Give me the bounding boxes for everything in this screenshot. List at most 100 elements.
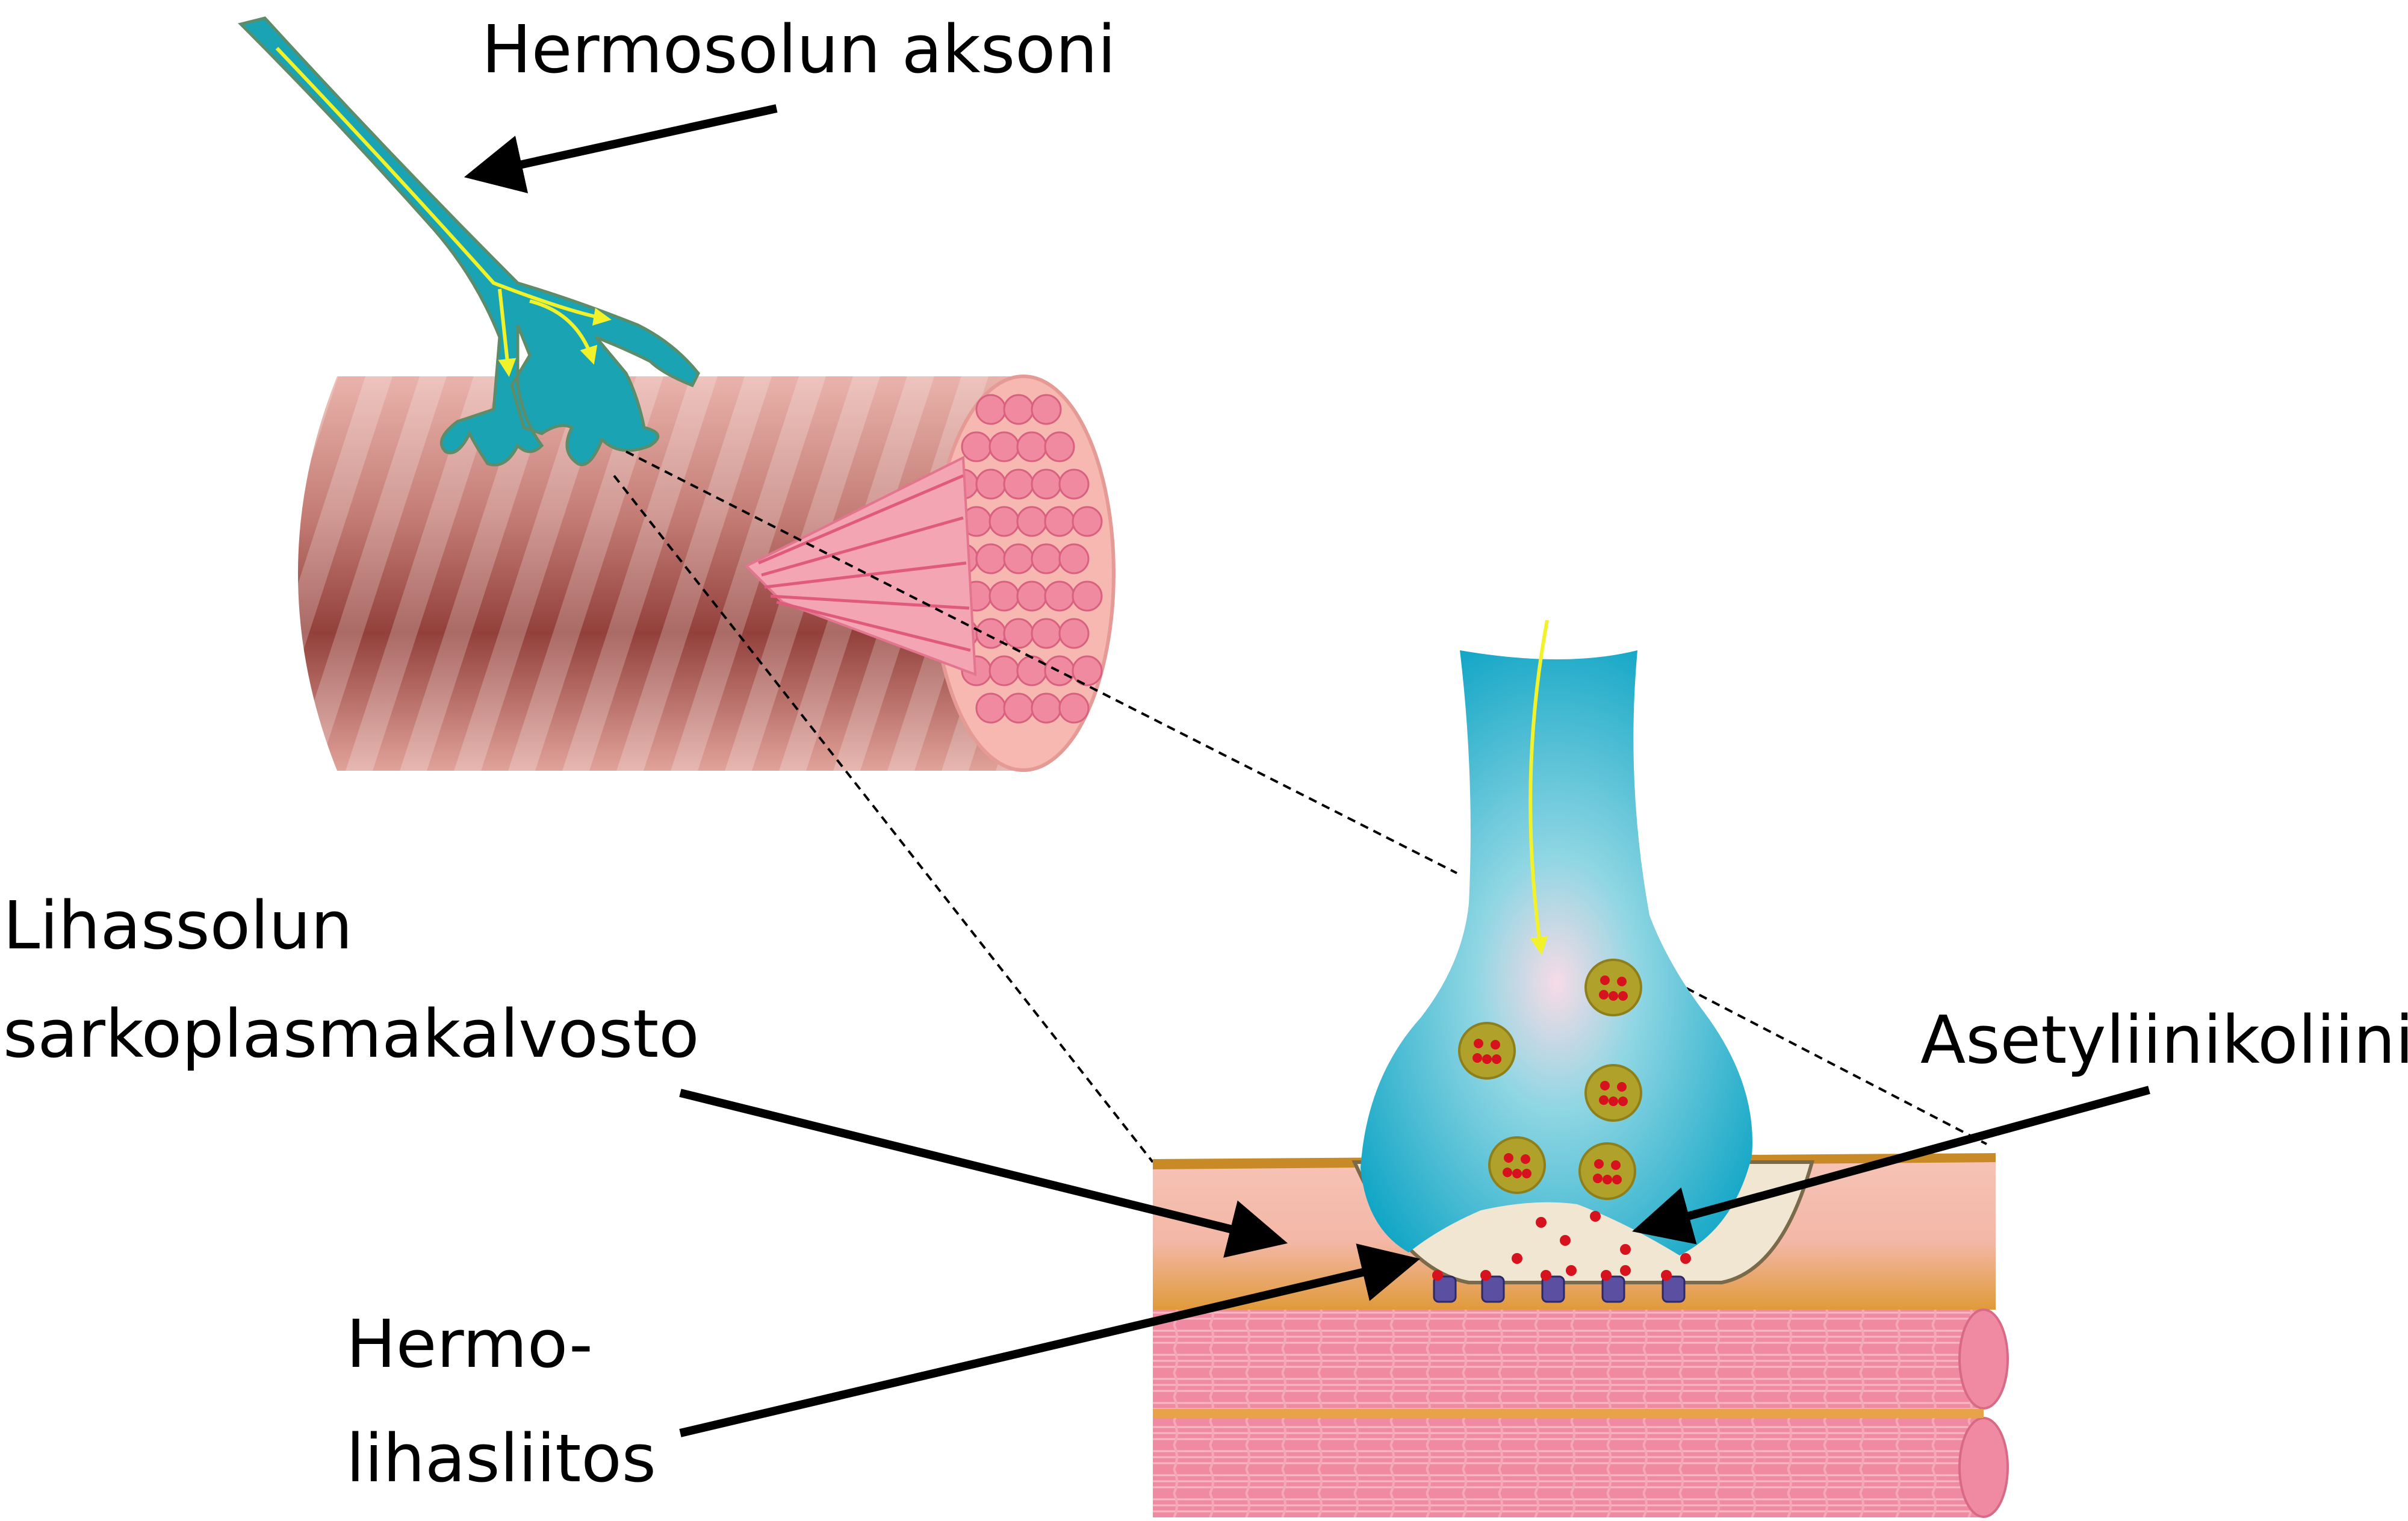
label-acetylcholine: Asetyliinikoliini	[1920, 1001, 2408, 1078]
myofibril-dot	[1016, 431, 1047, 462]
ach-molecule	[1620, 1244, 1631, 1255]
myofibril-dot	[988, 580, 1020, 612]
vesicle-ach-dot	[1600, 1081, 1610, 1090]
synaptic-vesicles	[1458, 959, 1642, 1200]
myofibril-dot	[1003, 394, 1034, 425]
vesicle-ach-dot	[1609, 1096, 1618, 1106]
myofibril-dot	[961, 431, 992, 462]
myofibril-cross-sections	[948, 394, 1103, 724]
vesicle-ach-dot	[1474, 1039, 1483, 1048]
myofibril-dot	[1072, 655, 1103, 686]
ach-molecule	[1590, 1211, 1601, 1222]
label-junction-line2: lihasliitos	[346, 1420, 656, 1497]
vesicle-ach-dot	[1521, 1154, 1530, 1164]
vesicle-ach-dot	[1522, 1169, 1531, 1178]
ach-molecule	[1680, 1253, 1691, 1264]
muscle-fibril-2	[1153, 1418, 1984, 1517]
myofibril-dot	[1044, 655, 1075, 686]
vesicle-ach-dot	[1618, 991, 1628, 1001]
signal-branch-2	[529, 299, 598, 365]
label-sarcolemma-line1: Lihassolun	[3, 887, 353, 964]
myofibril-dot	[988, 655, 1020, 686]
myofibril-dot	[1044, 431, 1075, 462]
vesicle-ach-dot	[1512, 1169, 1522, 1178]
receptor	[1541, 1275, 1565, 1303]
vesicle-ach-dot	[1503, 1168, 1512, 1177]
vesicle-ach-dot	[1609, 991, 1618, 1001]
arrow-axon	[464, 104, 778, 194]
receptor-bound-ach	[1541, 1270, 1551, 1281]
receptor	[1601, 1275, 1625, 1303]
myofibril-dot	[975, 692, 1007, 724]
arrow-sarcolemma	[679, 1089, 1288, 1258]
label-junction-line1: Hermo-	[346, 1305, 593, 1383]
myofibril-dot	[1003, 543, 1034, 574]
myofibril-dot	[1031, 543, 1062, 574]
myofibril-bundles	[744, 455, 977, 676]
myofibril-dot	[1058, 618, 1090, 649]
myofibril-dot	[1031, 692, 1062, 724]
vesicle-ach-dot	[1617, 1082, 1627, 1092]
vesicle-ach-dot	[1594, 1159, 1604, 1169]
receptor-bound-ach	[1432, 1270, 1443, 1281]
myofibril-dot	[1003, 692, 1034, 724]
myofibril-dot	[1031, 468, 1062, 500]
myofibril-dot	[1016, 506, 1047, 537]
orange-border	[1153, 1409, 1984, 1418]
myofibril-dot	[1016, 655, 1047, 686]
receptor-bound-ach	[1661, 1270, 1672, 1281]
receptor	[1662, 1275, 1686, 1303]
vesicle-ach-dot	[1612, 1175, 1622, 1184]
myofibril-dot	[975, 394, 1007, 425]
myofibril-dot	[1044, 506, 1075, 537]
ach-molecule	[1566, 1265, 1577, 1276]
vesicle-ach-dot	[1600, 975, 1610, 985]
receptor-bound-ach	[1480, 1270, 1491, 1281]
myofibril-dot	[1058, 543, 1090, 574]
myofibril-dot	[1072, 506, 1103, 537]
signal-arrow-terminal	[1528, 620, 1549, 955]
muscle-fiber	[298, 375, 1116, 772]
vesicle	[1488, 1136, 1546, 1194]
myofibril-dot	[988, 506, 1020, 537]
myofibril-dot	[1003, 468, 1034, 500]
label-axon: Hermosolun aksoni	[482, 11, 1116, 88]
vesicle-ach-dot	[1491, 1040, 1500, 1050]
muscle-fiber-striations	[298, 376, 1023, 771]
junction-detail	[1153, 620, 2009, 1518]
ach-molecule	[1512, 1253, 1522, 1264]
muscle-fibril-2-end	[1958, 1417, 2009, 1518]
receptor	[1433, 1275, 1457, 1303]
myofibril-dot	[975, 543, 1007, 574]
arrow-junction	[679, 1243, 1421, 1437]
receptor-bound-ach	[1601, 1270, 1612, 1281]
myofibril-dot	[975, 618, 1007, 649]
ach-molecule	[1560, 1235, 1571, 1246]
myofibril-dot	[1016, 580, 1047, 612]
vesicle-ach-dot	[1603, 1175, 1612, 1184]
vesicle-ach-dot	[1482, 1054, 1492, 1064]
vesicle-ach-dot	[1492, 1054, 1501, 1064]
pointer-arrows	[464, 104, 2150, 1437]
myofibril-dot	[1058, 468, 1090, 500]
myofibril-dot	[975, 468, 1007, 500]
arrow-acetylcholine	[1632, 1086, 2150, 1245]
myofibril-dot	[1031, 618, 1062, 649]
vesicle-ach-dot	[1618, 1096, 1628, 1106]
myofibril-dot	[1003, 618, 1034, 649]
ach-molecule	[1536, 1217, 1547, 1228]
myofibril-dot	[1058, 692, 1090, 724]
vesicle-ach-dot	[1593, 1174, 1603, 1183]
nerve-axon	[238, 16, 700, 467]
myofibril-dot	[1072, 580, 1103, 612]
signal-branch	[498, 288, 517, 377]
vesicle	[1458, 1022, 1516, 1080]
vesicle-ach-dot	[1599, 1095, 1609, 1105]
vesicle	[1584, 1064, 1642, 1122]
zoom-lines	[613, 450, 1987, 1163]
myofibril-strands	[758, 474, 971, 652]
vesicle-ach-dot	[1617, 977, 1627, 986]
myofibril-dot	[988, 431, 1020, 462]
vesicle-ach-dot	[1611, 1160, 1621, 1170]
